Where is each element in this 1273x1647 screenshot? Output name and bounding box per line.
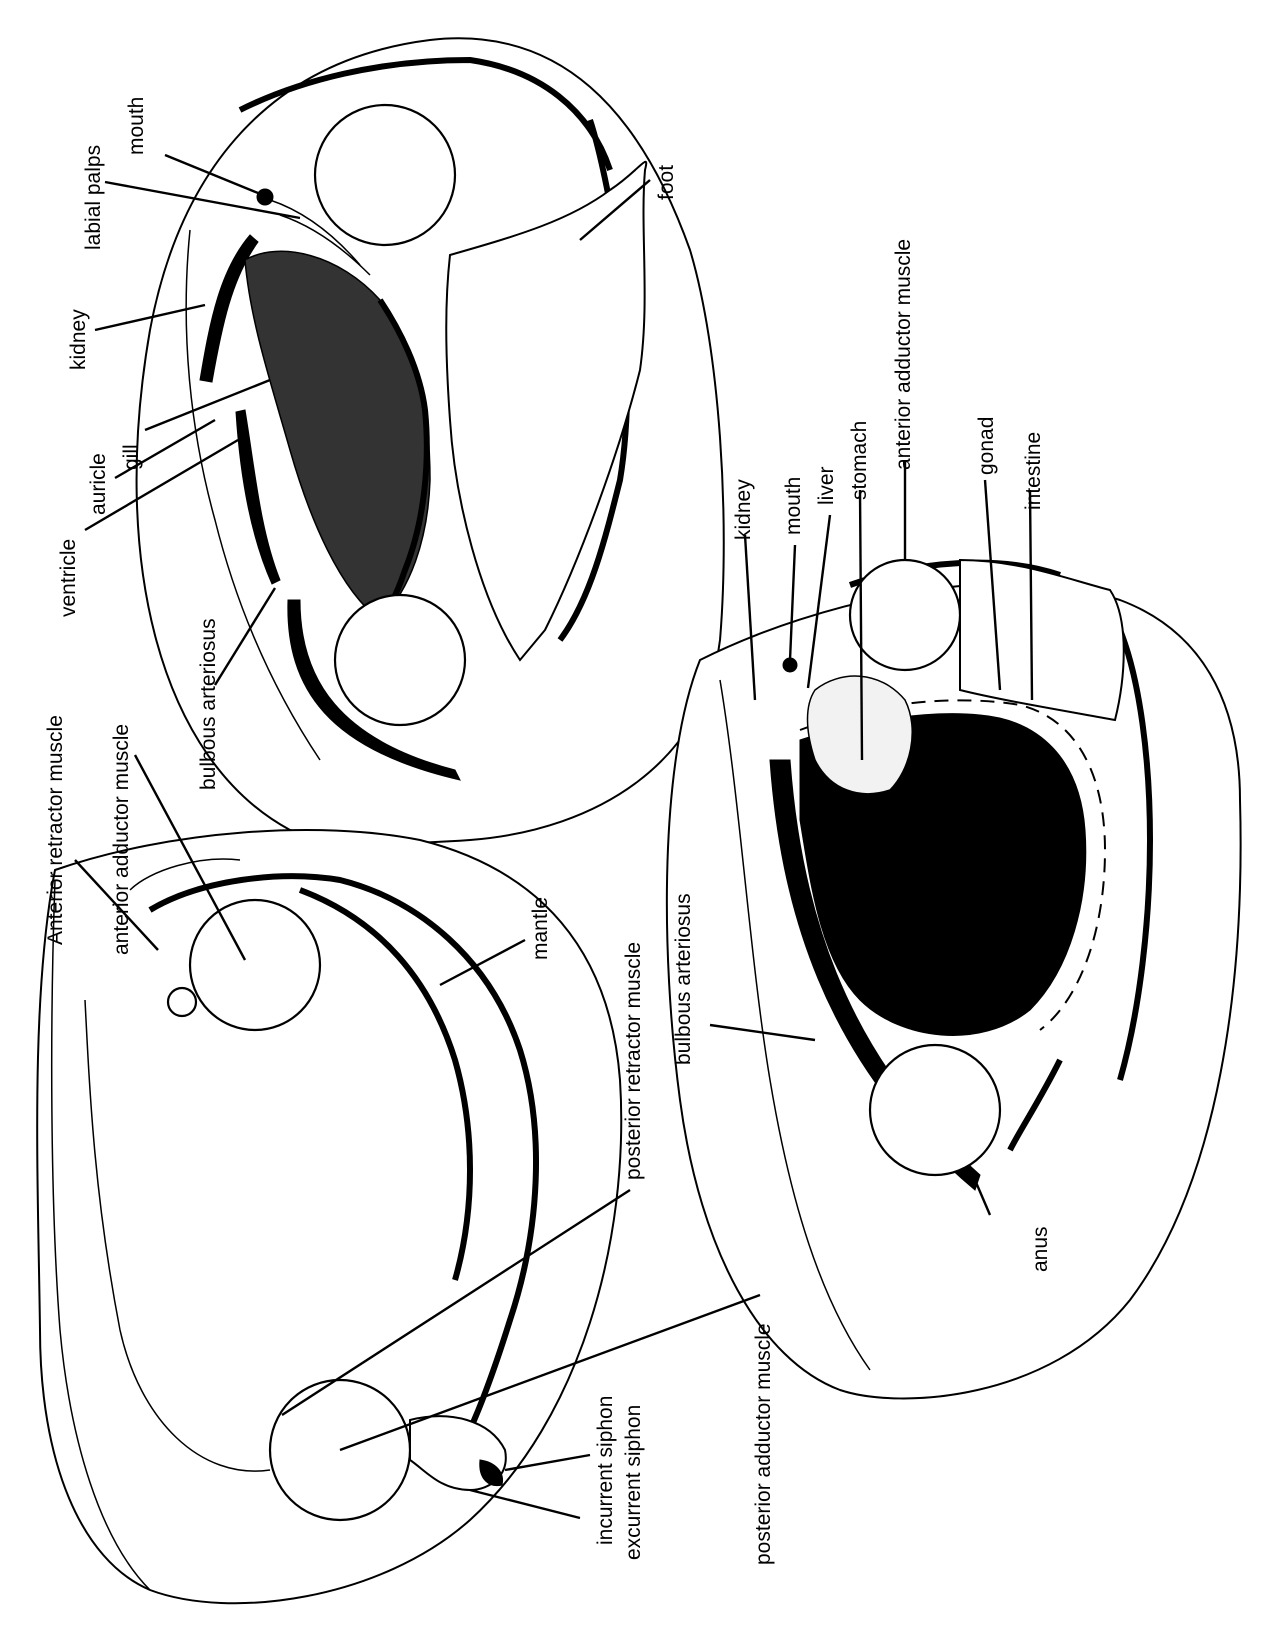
label-labial-palps: labial palps [82, 145, 105, 250]
label-liver: liver [815, 466, 838, 505]
posterior-adductor-top [335, 595, 465, 725]
label-posterior-adductor-muscle: posterior adductor muscle [752, 1323, 775, 1565]
foot-right [960, 560, 1124, 720]
label-excurrent-siphon: excurrent siphon [622, 1405, 645, 1560]
label-gill: gill [120, 444, 143, 470]
specimen-right [667, 560, 1241, 1398]
label-foot: foot [655, 165, 678, 200]
specimen-top [137, 38, 724, 843]
label-anus: anus [1029, 1226, 1052, 1272]
label-anterior-adductor-muscle-right: anterior adductor muscle [892, 239, 915, 470]
label-mantle: mantle [529, 897, 552, 960]
label-intestine: intestine [1022, 432, 1045, 510]
label-ventricle: ventricle [57, 539, 80, 617]
label-incurrent-siphon: incurrent siphon [594, 1396, 617, 1545]
label-kidney-right: kidney [732, 479, 755, 540]
label-anterior-retractor-muscle: Anterior retractor muscle [44, 715, 67, 945]
mouth-dot-right [783, 658, 797, 672]
label-auricle: auricle [87, 453, 110, 515]
label-mouth-top: mouth [125, 97, 148, 155]
label-mouth-right: mouth [782, 477, 805, 535]
label-bulbous-arteriosus-mid: bulbous arteriosus [672, 893, 695, 1065]
label-posterior-retractor-muscle: posterior retractor muscle [622, 942, 645, 1180]
mouth-dot-top [257, 189, 273, 205]
anterior-adductor-top [315, 105, 455, 245]
label-stomach: stomach [848, 421, 871, 500]
anterior-adductor-left [190, 900, 320, 1030]
anterior-adductor-right [850, 560, 960, 670]
label-bulbous-arteriosus-top: bulbous arteriosus [197, 618, 220, 790]
label-gonad: gonad [975, 417, 998, 475]
small-muscle-left [168, 988, 196, 1016]
label-anterior-adductor-muscle-left: anterior adductor muscle [110, 724, 133, 955]
posterior-adductor-right [870, 1045, 1000, 1175]
label-kidney-top: kidney [67, 309, 90, 370]
